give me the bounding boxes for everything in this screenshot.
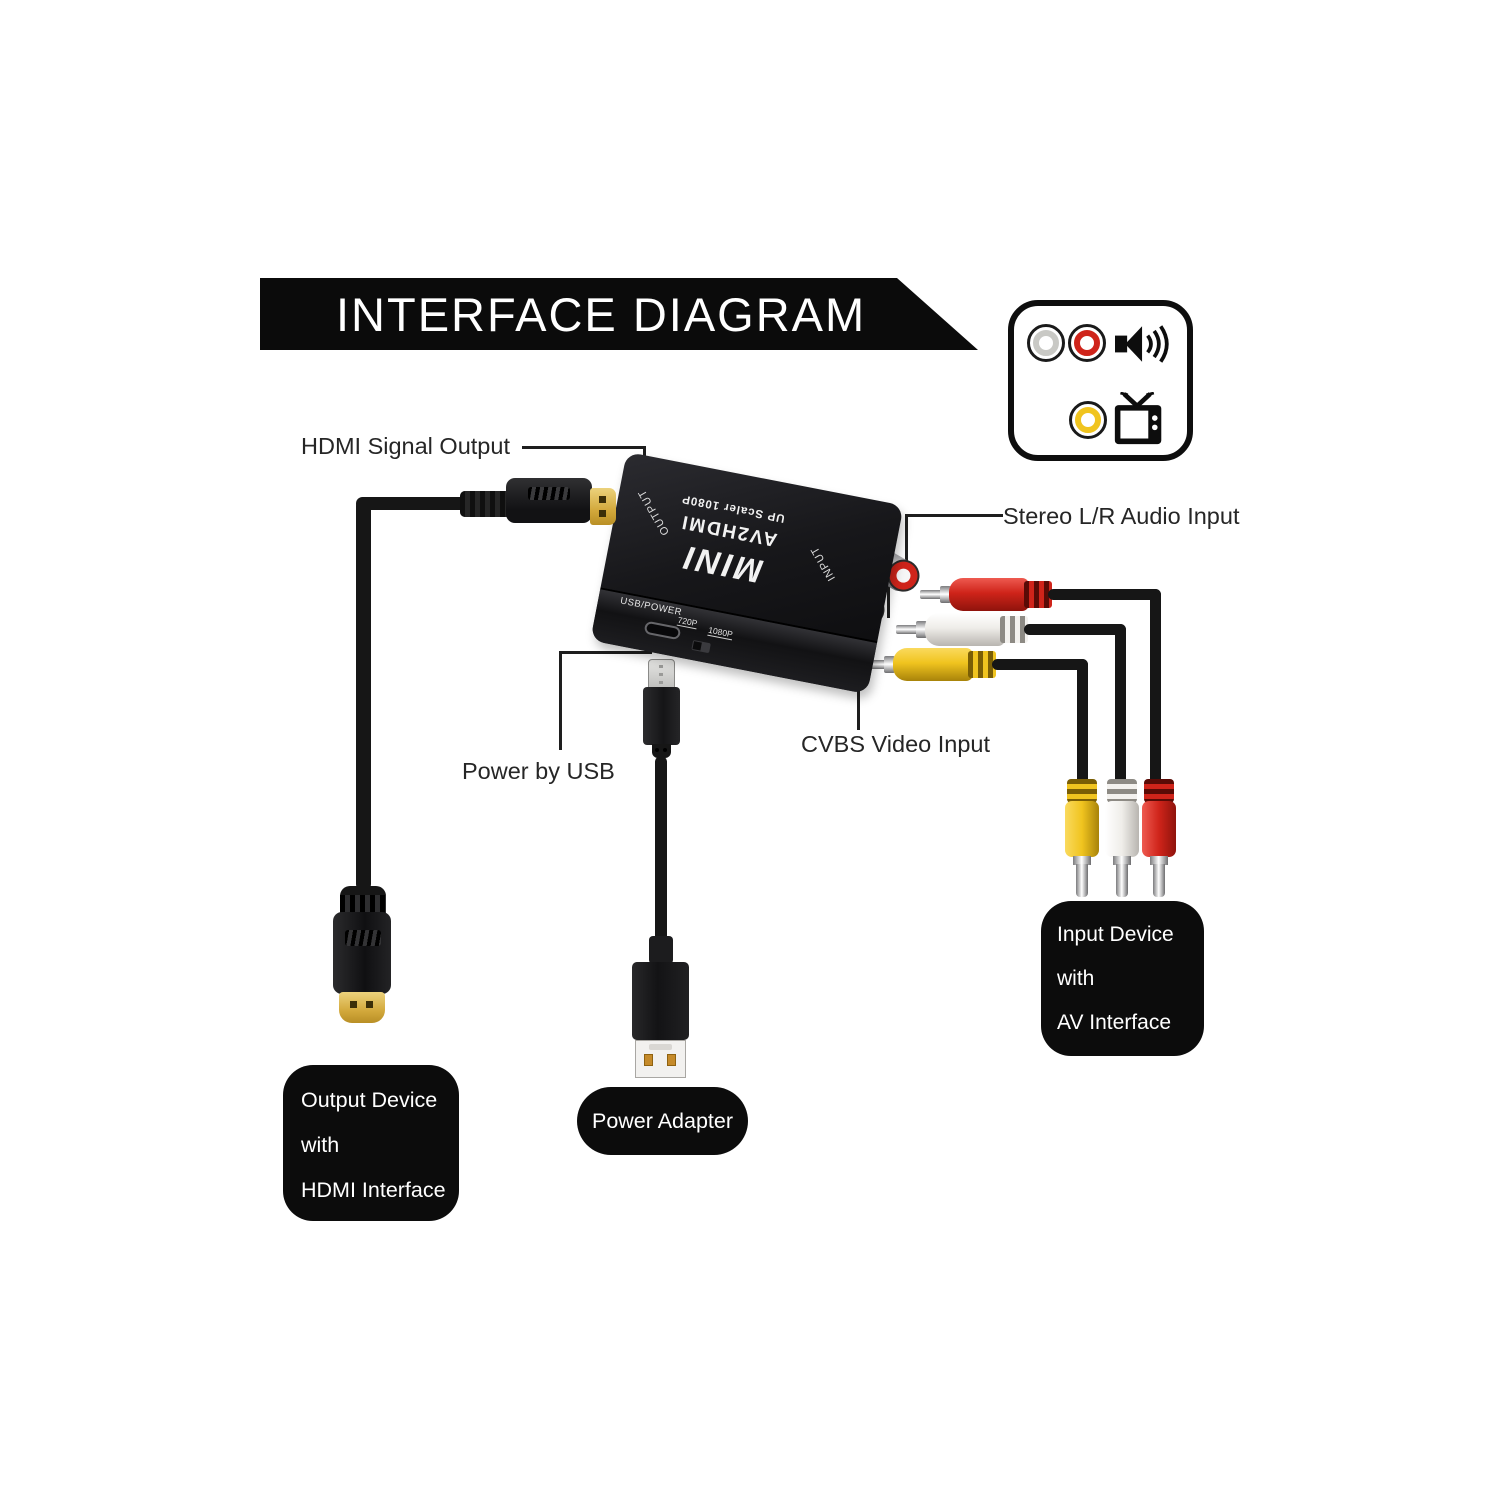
rca-down-white-body <box>1105 801 1139 857</box>
rca-red-collar <box>940 586 951 603</box>
rca-red-cable-v <box>1150 589 1161 784</box>
av2hdmi-converter: MINI AV2HDMI UP Scaler 1080P OUTPUT INPU… <box>590 451 904 695</box>
rca-red-plug <box>949 578 1029 611</box>
stereo-input-label: Stereo L/R Audio Input <box>1003 503 1240 529</box>
tv-icon <box>1114 392 1162 445</box>
rca-down-white-ridges <box>1107 779 1137 803</box>
mini-usb-neck <box>652 744 671 758</box>
rca-white-cable-h <box>1024 624 1126 635</box>
white-rca-icon <box>1027 324 1065 362</box>
usb-cable <box>655 756 667 942</box>
rca-down-yellow-body <box>1065 801 1099 857</box>
output-device-box: Output Device with HDMI Interface <box>283 1065 459 1221</box>
output-device-line1: Output Device <box>301 1088 438 1112</box>
mini-usb-metal-tip <box>648 659 675 689</box>
hdmi-bottom-ridges <box>340 895 386 913</box>
stereo-leader-line-h <box>905 514 1003 517</box>
usb-power-label: Power by USB <box>462 758 615 784</box>
hdmi-plug-gold-tip <box>590 488 616 525</box>
speaker-icon <box>1115 325 1169 363</box>
device-usb-port <box>643 620 682 641</box>
output-device-line3: HDMI Interface <box>301 1178 446 1202</box>
cvbs-leader-line-v <box>857 663 860 730</box>
mini-usb-connector <box>643 687 680 745</box>
input-device-line3: AV Interface <box>1057 1011 1172 1034</box>
rca-yellow-cable-h <box>992 659 1088 670</box>
rca-yellow-collar <box>884 656 895 673</box>
rca-yellow-plug <box>893 648 973 681</box>
rca-red-ridges <box>1024 581 1052 608</box>
rca-red-pin <box>920 590 942 599</box>
hdmi-strain-relief <box>460 491 512 517</box>
rca-down-red-pin <box>1153 864 1165 897</box>
rca-white-collar <box>916 621 927 638</box>
input-device-box: Input Device with AV Interface <box>1041 901 1204 1056</box>
rca-down-red-collar <box>1150 856 1168 865</box>
rca-white-plug <box>925 613 1005 646</box>
usb-a-collar <box>649 936 673 964</box>
stereo-leader-tick2 <box>887 585 890 618</box>
red-rca-icon <box>1068 324 1106 362</box>
power-adapter-label: Power Adapter <box>591 1108 734 1133</box>
hdmi-bottom-gold-tip <box>339 992 385 1023</box>
page-title: INTERFACE DIAGRAM <box>336 287 867 341</box>
device-input-label: INPUT <box>808 543 838 583</box>
rca-red-cable-h <box>1048 589 1161 600</box>
rca-white-ridges <box>1000 616 1028 643</box>
yellow-rca-icon <box>1069 401 1107 439</box>
power-adapter-box: Power Adapter <box>577 1087 748 1155</box>
usb-leader-line-h <box>559 651 652 654</box>
usb-leader-line-v <box>559 651 562 750</box>
stereo-leader-line-v <box>905 514 908 579</box>
rca-yellow-cable-v <box>1077 659 1088 784</box>
av-legend-box <box>1008 300 1193 461</box>
rca-white-cable-v <box>1115 624 1126 784</box>
rca-yellow-pin <box>864 660 886 669</box>
rca-down-red-ridges <box>1144 779 1174 803</box>
input-device-line2: with <box>1057 967 1095 990</box>
hdmi-connector-bottom <box>333 912 391 994</box>
output-device-line2: with <box>301 1133 340 1157</box>
hdmi-leader-line-h <box>522 446 646 449</box>
hdmi-cable-horizontal <box>356 497 468 510</box>
res-1080p-print: 1080P <box>707 624 734 641</box>
rca-yellow-ridges <box>968 651 996 678</box>
res-720p-print: 720P <box>676 614 699 630</box>
title-banner: INTERFACE DIAGRAM <box>260 278 978 350</box>
hdmi-connector-top <box>506 478 592 523</box>
rca-down-red-body <box>1142 801 1176 857</box>
input-device-line1: Input Device <box>1057 923 1174 946</box>
rca-down-white-pin <box>1116 864 1128 897</box>
resolution-switch <box>691 639 711 654</box>
hdmi-cable-vertical <box>356 499 371 891</box>
rca-white-pin <box>896 625 918 634</box>
rca-down-white-collar <box>1113 856 1131 865</box>
hdmi-output-label: HDMI Signal Output <box>301 433 510 459</box>
cvbs-input-label: CVBS Video Input <box>801 731 990 757</box>
usb-a-connector <box>632 962 689 1040</box>
rca-down-yellow-ridges <box>1067 779 1097 803</box>
rca-down-yellow-collar <box>1073 856 1091 865</box>
usb-a-metal-shell <box>635 1040 686 1078</box>
rca-down-yellow-pin <box>1076 864 1088 897</box>
